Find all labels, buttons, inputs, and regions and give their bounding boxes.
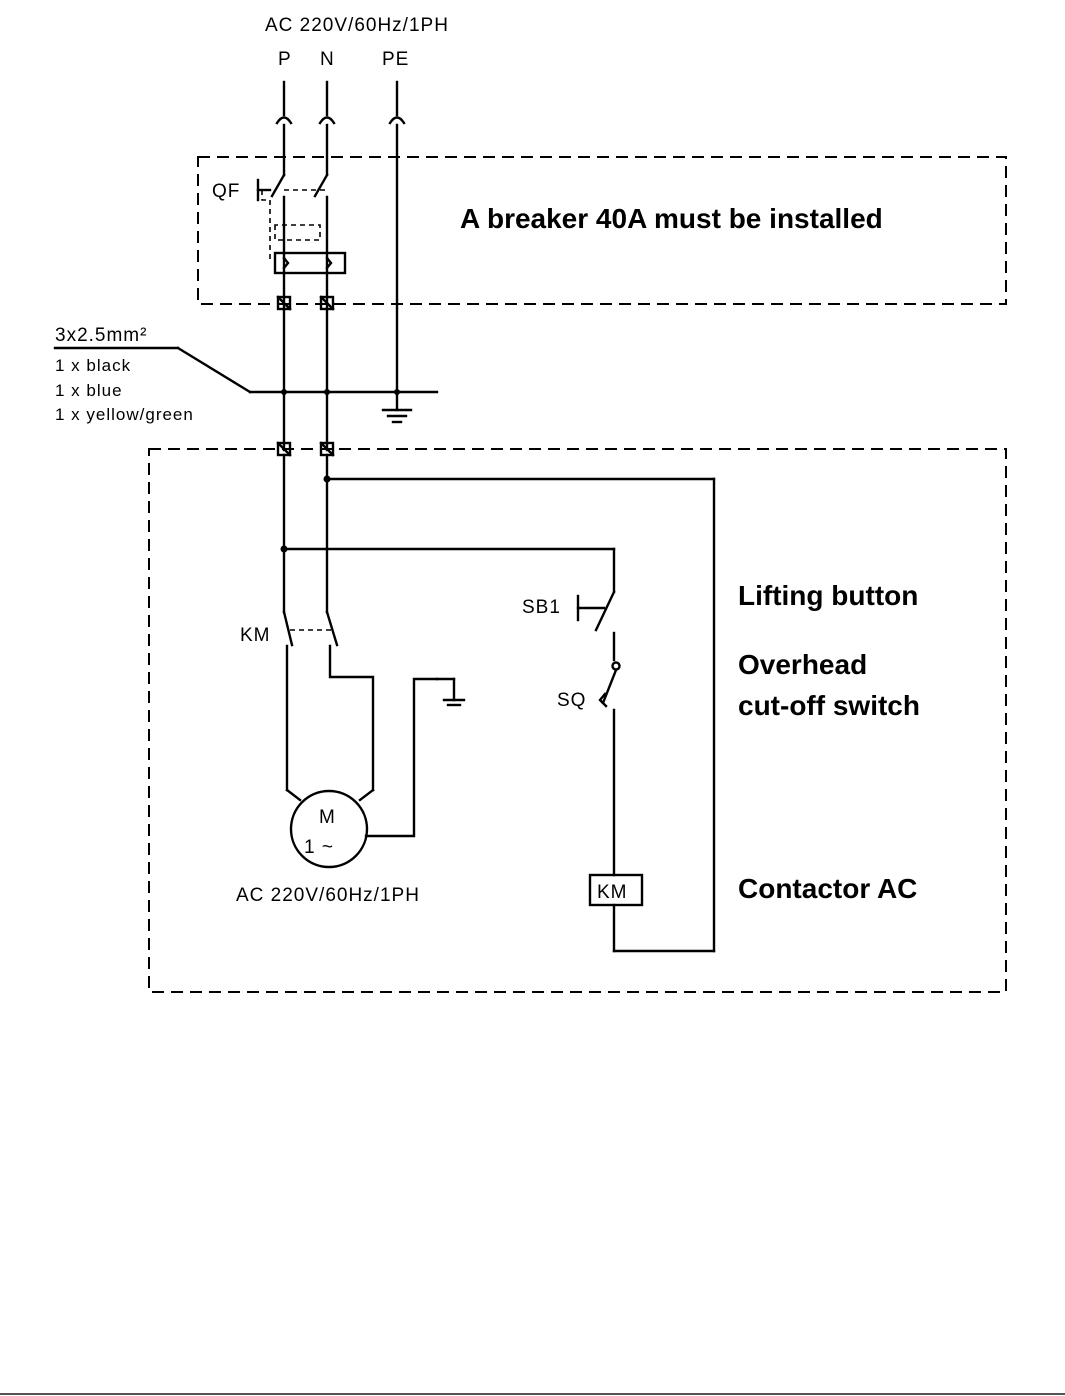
cutoff-switch-label-2: cut-off switch — [738, 690, 920, 721]
cable-core-1: 1 x black — [55, 356, 131, 375]
control-dashed-box — [148, 448, 1007, 993]
motor-symbol — [285, 677, 466, 869]
motor-rating: AC 220V/60Hz/1PH — [236, 885, 420, 906]
phase-label: P — [278, 49, 292, 70]
cutoff-switch-symbol — [598, 661, 621, 877]
cable-leader — [53, 346, 439, 395]
cable-core-3: 1 x yellow/green — [55, 405, 194, 424]
breaker-tag: QF — [212, 181, 240, 202]
supply-phase-line — [275, 80, 293, 177]
earth-ground-symbol — [381, 390, 413, 424]
supply-earth-line — [388, 80, 406, 394]
contactor-contacts — [282, 610, 375, 792]
lifting-button-tag: SB1 — [522, 597, 561, 618]
phase-wire — [280, 453, 616, 614]
breaker-note: A breaker 40A must be installed — [460, 203, 883, 234]
lifting-button-symbol — [576, 547, 616, 662]
page-footer-rule — [0, 1393, 1065, 1395]
breaker-dashed-box — [197, 156, 1007, 305]
lifting-button-label: Lifting button — [738, 580, 918, 611]
motor-phase: 1 ~ — [304, 837, 334, 858]
cable-size: 3x2.5mm² — [55, 325, 147, 346]
motor-letter: M — [319, 807, 336, 828]
contactor-coil-tag: KM — [597, 882, 628, 903]
neutral-label: N — [320, 49, 335, 70]
contactor-contacts-tag: KM — [240, 625, 271, 646]
contactor-coil-symbol — [588, 873, 644, 953]
contactor-label: Contactor AC — [738, 873, 917, 904]
neutral-wire — [323, 453, 716, 953]
supply-neutral-line — [318, 80, 336, 177]
earth-label: PE — [382, 49, 409, 70]
cutoff-switch-tag: SQ — [557, 690, 586, 711]
cutoff-switch-label-1: Overhead — [738, 649, 867, 680]
supply-title: AC 220V/60Hz/1PH — [265, 15, 449, 36]
cable-core-2: 1 x blue — [55, 381, 123, 400]
breaker-symbol — [256, 173, 347, 452]
